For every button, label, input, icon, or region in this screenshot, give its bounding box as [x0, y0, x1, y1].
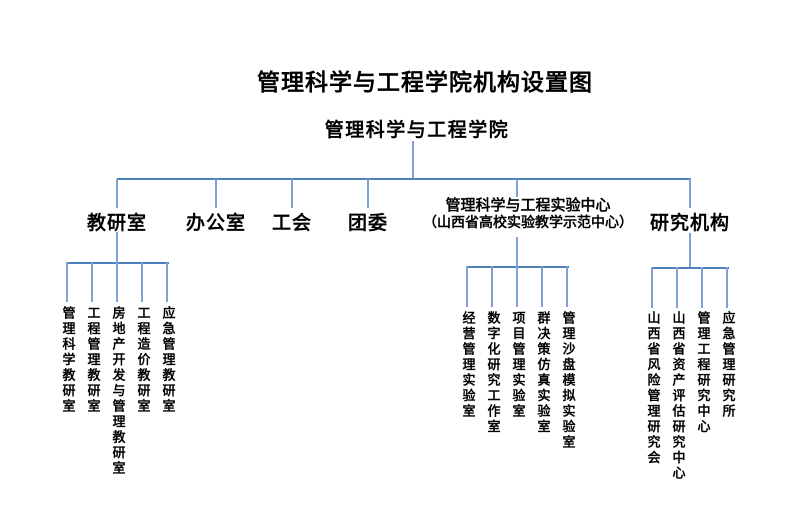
- dept-node-experiment-center-line2: （山西省高校实验教学示范中心）: [423, 215, 633, 231]
- leaf-node: 应急管理教研室: [159, 306, 175, 415]
- connector-drop: [91, 262, 93, 302]
- connector-drop: [367, 179, 369, 208]
- leaf-node: 山西省风险管理研究会: [644, 311, 660, 466]
- leaf-node: 管理科学教研室: [59, 306, 75, 415]
- dept-node-teaching-research: 教研室: [86, 212, 148, 234]
- connector-drop: [166, 262, 168, 302]
- leaf-node: 经营管理实验室: [459, 311, 475, 420]
- connector-drop: [689, 179, 691, 208]
- connector-drop: [116, 179, 118, 208]
- dept-node-experiment-center-line1: 管理科学与工程实验中心: [445, 196, 611, 214]
- connector-drop: [566, 266, 568, 307]
- leaf-node: 房地产开发与管理教研室: [109, 306, 125, 477]
- connector-drop: [701, 267, 703, 308]
- connector-drop: [291, 179, 293, 208]
- connector-drop: [116, 262, 118, 302]
- leaf-node: 工程管理教研室: [84, 306, 100, 415]
- dept-node-youth-league: 团委: [347, 212, 389, 234]
- connector-drop: [516, 179, 518, 197]
- chart-title: 管理科学与工程学院机构设置图: [257, 70, 593, 96]
- leaf-node: 管理沙盘模拟实验室: [559, 311, 575, 451]
- connector-drop: [466, 266, 468, 307]
- connector-drop: [141, 262, 143, 302]
- leaf-node: 应急管理研究所: [719, 311, 735, 420]
- connector-drop: [491, 266, 493, 307]
- leaf-node: 山西省资产评估研究中心: [669, 311, 685, 482]
- connector-level2-rail: [117, 178, 691, 180]
- leaf-node: 数字化研究工作室: [484, 311, 500, 435]
- connector-drop: [66, 262, 68, 302]
- dept-node-experiment-center: 管理科学与工程实验中心 （山西省高校实验教学示范中心）: [423, 196, 633, 232]
- connector-rail: [651, 267, 729, 269]
- root-node: 管理科学与工程学院: [324, 119, 510, 141]
- connector-drop: [676, 267, 678, 308]
- leaf-node: 项目管理实验室: [509, 311, 525, 420]
- connector-drop: [541, 266, 543, 307]
- connector-drop: [516, 237, 518, 268]
- connector-drop: [689, 233, 691, 269]
- dept-node-office: 办公室: [185, 212, 247, 234]
- connector-drop: [726, 267, 728, 308]
- connector-drop: [215, 179, 217, 208]
- connector-drop: [651, 267, 653, 308]
- leaf-node: 管理工程研究中心: [694, 311, 710, 435]
- connector-drop: [116, 232, 118, 263]
- connector-root-drop: [412, 141, 414, 179]
- dept-node-labor-union: 工会: [271, 212, 313, 234]
- leaf-node: 工程造价教研室: [134, 306, 150, 415]
- dept-node-research-institutions: 研究机构: [649, 212, 731, 234]
- connector-drop: [516, 266, 518, 307]
- leaf-node: 群决策仿真实验室: [534, 311, 550, 435]
